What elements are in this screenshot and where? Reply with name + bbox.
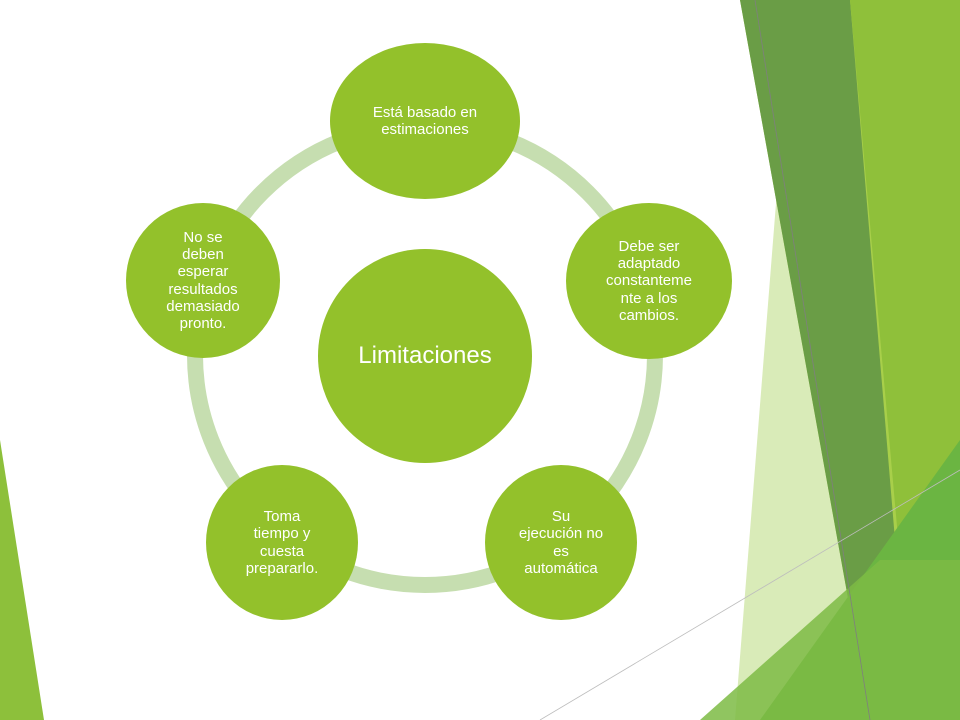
right-accent-dark bbox=[740, 0, 900, 720]
node-ejecucion: Su ejecución no es automática bbox=[485, 465, 637, 620]
node-resultados-label: No se deben esperar resultados demasiado… bbox=[166, 228, 240, 332]
right-accent-bottom-light bbox=[700, 560, 960, 720]
right-accent-green bbox=[850, 0, 960, 560]
node-ejecucion-label: Su ejecución no es automática bbox=[518, 508, 604, 577]
node-adaptado: Debe ser adaptado constanteme nte a los … bbox=[566, 203, 732, 359]
node-resultados: No se deben esperar resultados demasiado… bbox=[126, 203, 280, 358]
node-estimaciones-label: Está basado en estimaciones bbox=[372, 103, 478, 138]
thin-line-1 bbox=[754, 0, 871, 720]
node-toma-tiempo: Toma tiempo y cuesta prepararlo. bbox=[206, 465, 358, 620]
node-toma-tiempo-label: Toma tiempo y cuesta prepararlo. bbox=[245, 508, 319, 577]
node-estimaciones: Está basado en estimaciones bbox=[330, 43, 520, 199]
thin-line-2 bbox=[539, 469, 960, 720]
center-node-label: Limitaciones bbox=[358, 342, 492, 370]
center-node: Limitaciones bbox=[318, 249, 532, 463]
node-adaptado-label: Debe ser adaptado constanteme nte a los … bbox=[606, 237, 692, 324]
left-accent-shape bbox=[0, 440, 44, 720]
